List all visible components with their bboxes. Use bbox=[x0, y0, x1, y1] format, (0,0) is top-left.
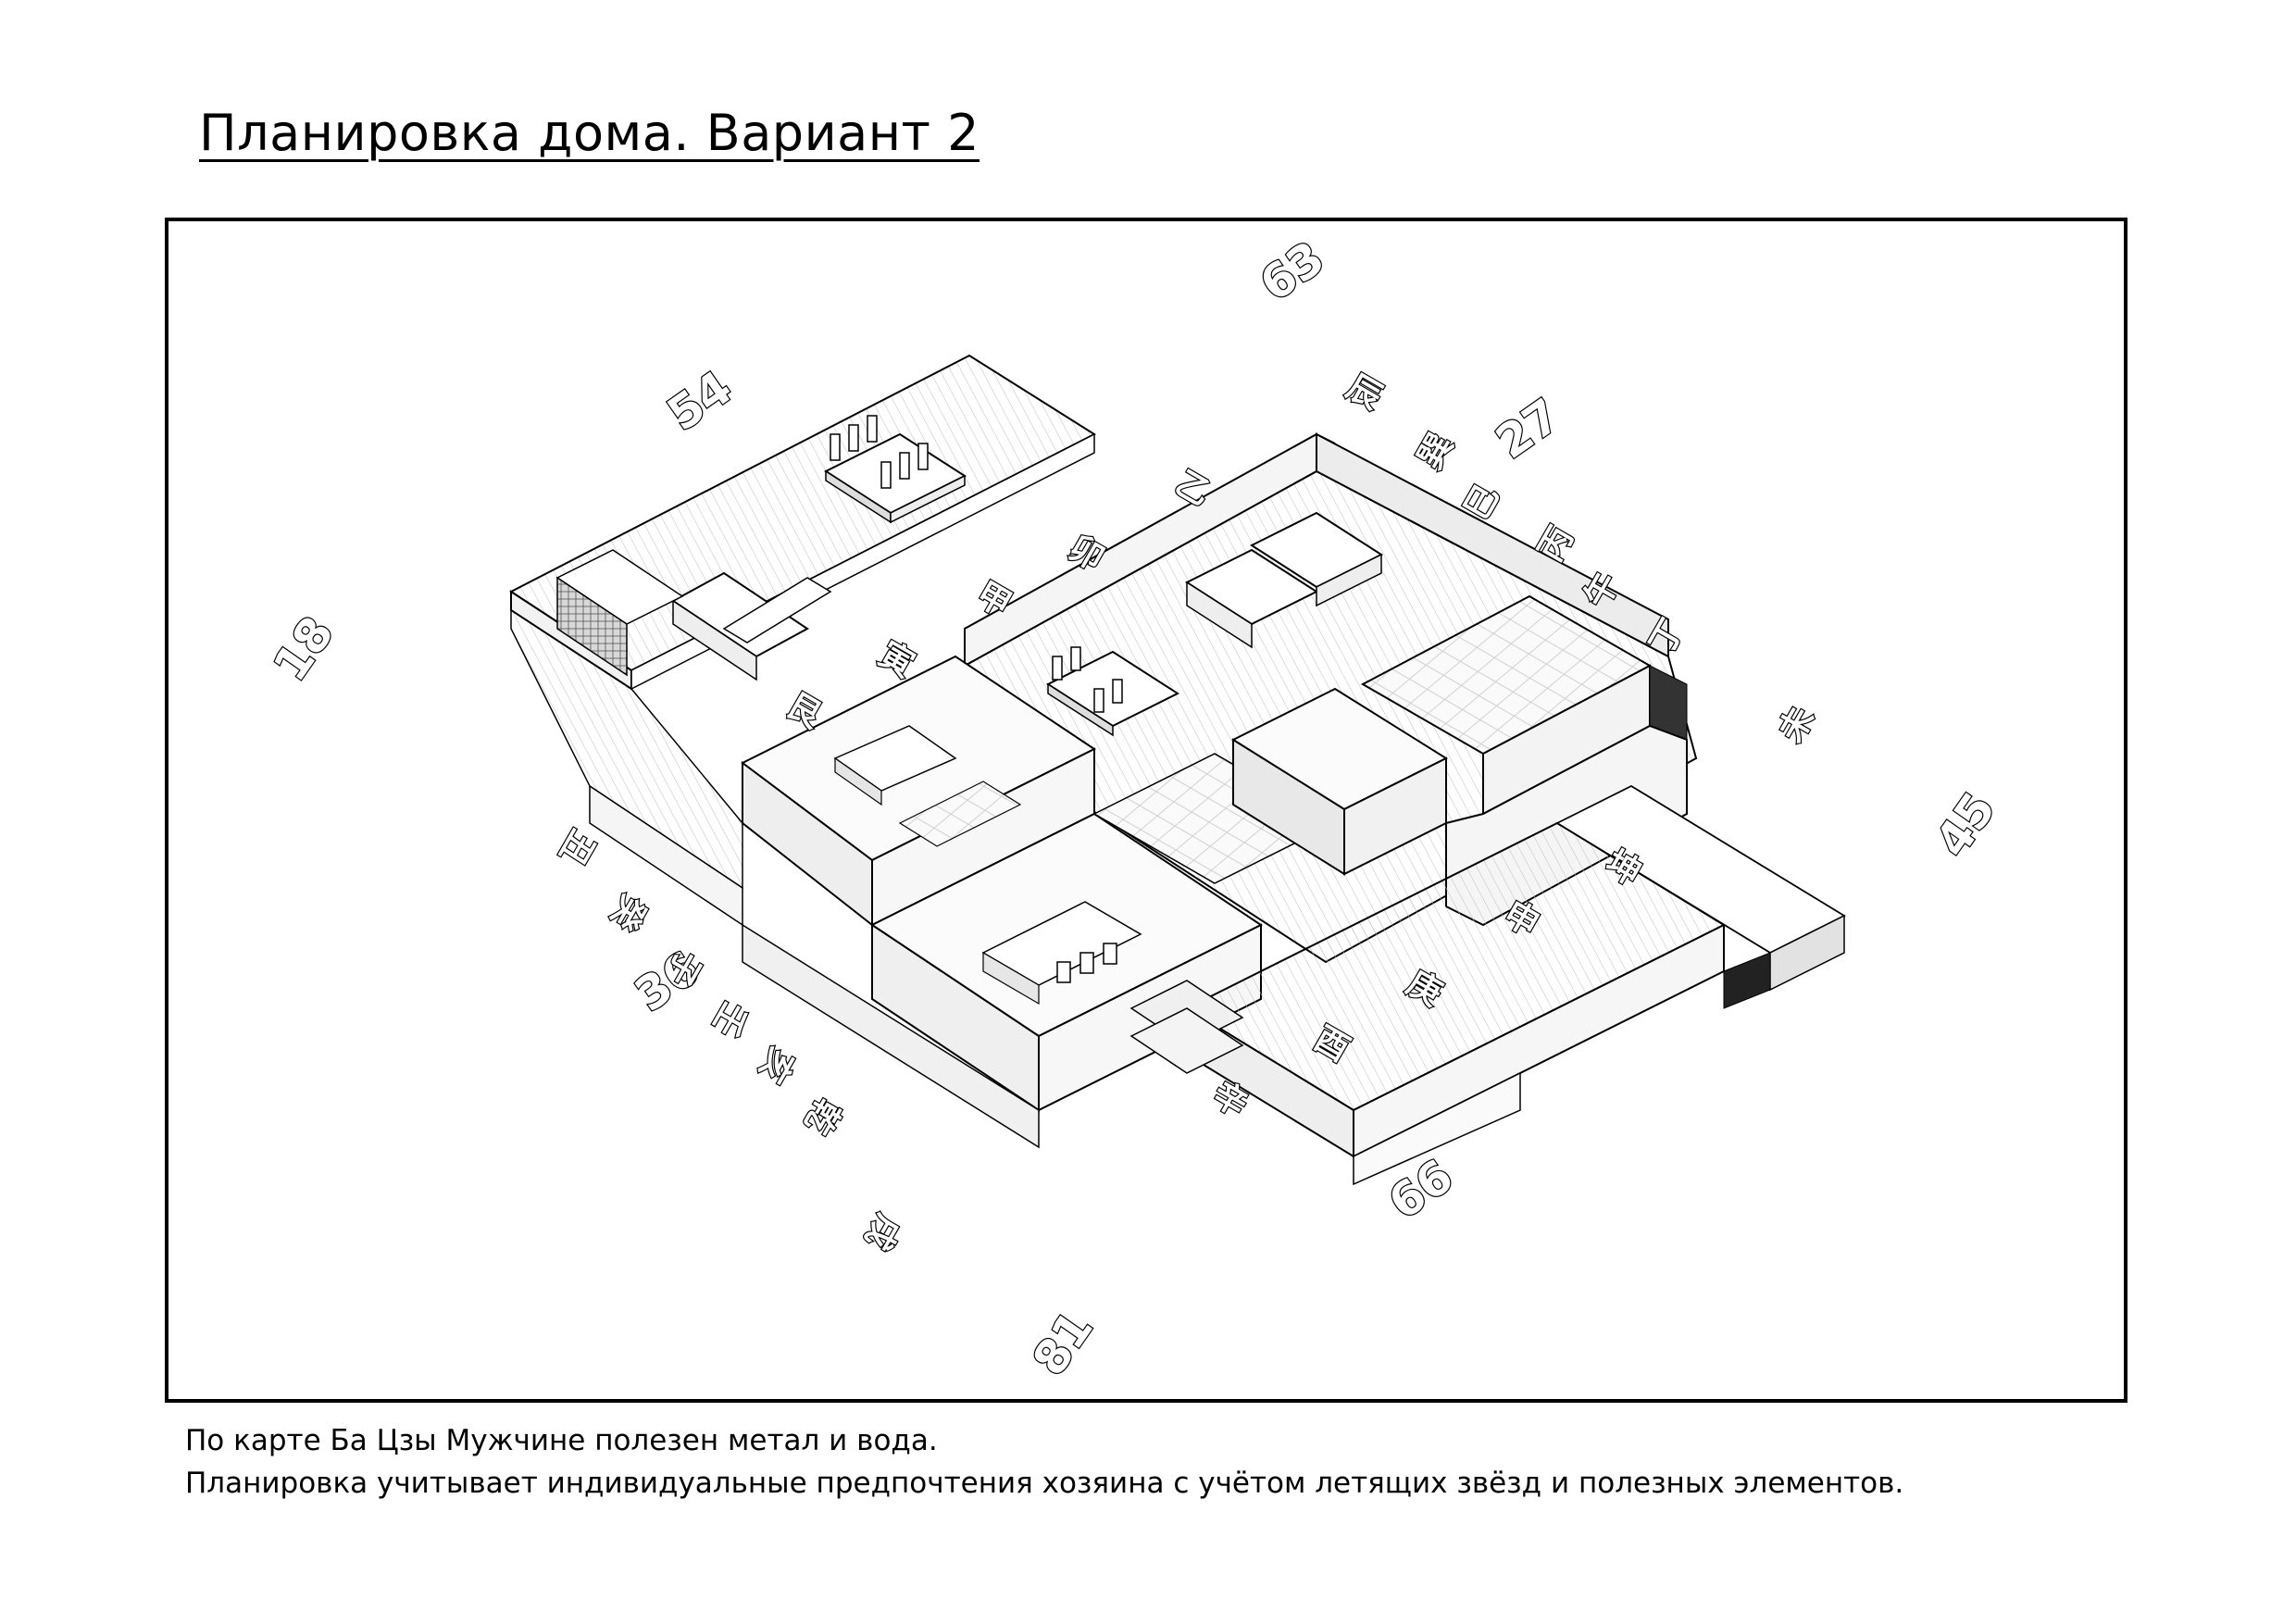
tiled-room bbox=[1360, 594, 1688, 816]
number-45: 45 bbox=[1925, 783, 2005, 867]
number-81: 81 bbox=[1022, 1302, 1103, 1385]
caption-line-1: По карте Ба Цзы Мужчине полезен метал и … bbox=[185, 1424, 938, 1457]
direction-wei: 未 bbox=[1772, 701, 1822, 749]
direction-chen: 辰 bbox=[1341, 368, 1389, 418]
lounge-sofas bbox=[1184, 511, 1384, 649]
bedroom-block bbox=[741, 655, 1096, 928]
number-18: 18 bbox=[263, 607, 343, 691]
caption-line-2: Планировка учитывает индивидуальные пред… bbox=[185, 1467, 1904, 1500]
bathroom-block bbox=[1230, 687, 1449, 876]
dining-table-main bbox=[1045, 646, 1180, 737]
number-27: 27 bbox=[1487, 388, 1570, 468]
direction-hai: 亥 bbox=[751, 1042, 801, 1090]
direction-ren: 壬 bbox=[705, 995, 755, 1043]
direction-gui: 癸 bbox=[603, 888, 653, 937]
direction-xun: 巽 bbox=[1411, 428, 1461, 476]
left-plinth bbox=[589, 784, 1040, 1149]
direction-qian: 乾 bbox=[797, 1093, 847, 1141]
front-steps bbox=[1129, 980, 1244, 1074]
annex-bench bbox=[1555, 784, 1846, 1009]
direction-chou: 丑 bbox=[552, 824, 602, 872]
house-plan-drawing: 63 54 27 18 45 36 99 81 辰 乙 卯 甲 寅 艮 丑 癸 … bbox=[262, 230, 2007, 1386]
kitchen-stools bbox=[1056, 943, 1117, 983]
back-wall bbox=[964, 432, 1669, 668]
number-63: 63 bbox=[1251, 231, 1334, 311]
sofa-upper bbox=[671, 571, 832, 681]
page-title: Планировка дома. Вариант 2 bbox=[199, 104, 980, 162]
plan-frame bbox=[165, 218, 2128, 1403]
woodpile bbox=[555, 549, 684, 677]
number-54: 54 bbox=[658, 360, 742, 441]
dining-table-upper bbox=[823, 415, 967, 524]
lower-front-wall bbox=[1353, 1071, 1521, 1186]
direction-xu: 戌 bbox=[857, 1208, 907, 1256]
